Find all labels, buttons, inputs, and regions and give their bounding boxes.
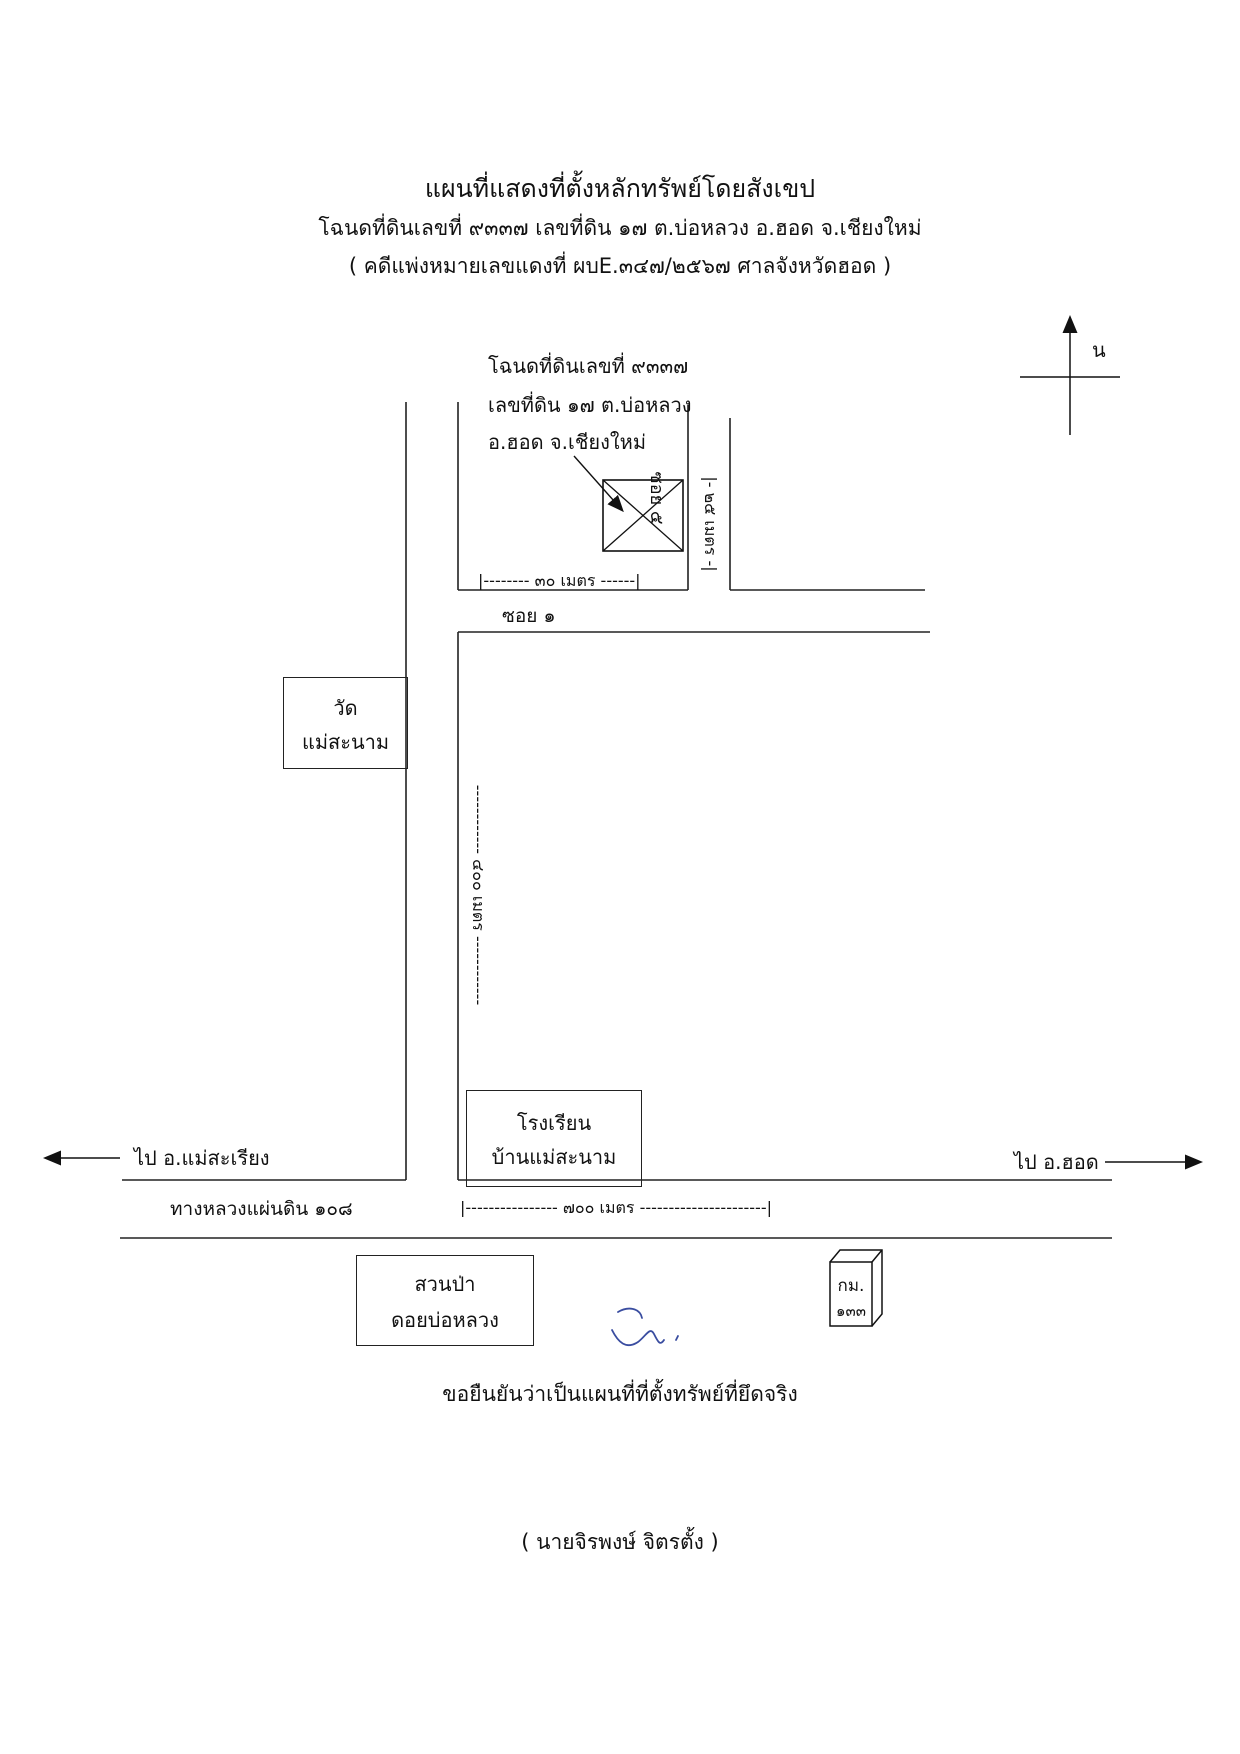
distance-400m: ------------ ๔๐๐ เมตร ------------ (469, 784, 488, 1006)
soi5-label: ซอย ๕ (646, 471, 667, 525)
school-box: โรงเรียน บ้านแม่สะนาม (466, 1090, 642, 1187)
signature-icon (611, 1307, 679, 1347)
distance-700m: |---------------- ๗๐๐ เมตร -------------… (460, 1198, 772, 1217)
km-post-icon (829, 1249, 883, 1327)
to-mae-sariang-label: ไป อ.แม่สะเรียง (134, 1146, 270, 1170)
school-label-line1: โรงเรียน (516, 1111, 592, 1135)
forest-label-line1: สวนป่า (414, 1272, 476, 1296)
parcel-label-line1: โฉนดที่ดินเลขที่ ๙๓๓๗ (488, 354, 689, 378)
temple-label-line1: วัด (333, 696, 358, 720)
case-number: ( คดีแพ่งหมายเลขแดงที่ ผบE.๓๔๗/๒๕๖๗ ศาลจ… (348, 254, 892, 278)
map-title: แผนที่แสดงที่ตั้งหลักทรัพย์โดยสังเขป (424, 174, 816, 203)
highway-label: ทางหลวงแผ่นดิน ๑๐๘ (170, 1198, 353, 1220)
signer-name: ( นายจิรพงษ์ จิตรตั้ง ) (521, 1530, 719, 1554)
soi1-label: ซอย ๑ (502, 605, 556, 627)
north-label: น (1092, 338, 1106, 362)
parcel-marker-icon (602, 479, 684, 552)
distance-30m: |-------- ๓๐ เมตร ------| (478, 571, 641, 590)
map-subtitle: โฉนดที่ดินเลขที่ ๙๓๓๗ เลขที่ดิน ๑๗ ต.บ่อ… (318, 216, 922, 240)
km-post-label-line2: ๑๓๓ (835, 1302, 867, 1320)
distance-25m: |- ๒๕ เมตร -| (701, 476, 720, 572)
compass-icon (1020, 315, 1120, 435)
parcel-label-line3: อ.ฮอด จ.เชียงใหม่ (488, 430, 647, 454)
forest-label-line2: ดอยบ่อหลวง (391, 1308, 499, 1332)
to-hot-label: ไป อ.ฮอด (1014, 1150, 1099, 1174)
km-post-label-line1: กม. (837, 1276, 865, 1296)
parcel-label-line2: เลขที่ดิน ๑๗ ต.บ่อหลวง (488, 393, 692, 417)
forest-box: สวนป่า ดอยบ่อหลวง (356, 1255, 534, 1346)
certification-text: ขอยืนยันว่าเป็นแผนที่ที่ตั้งทรัพย์ที่ยึด… (442, 1382, 798, 1406)
parcel-pointer-arrow-icon (573, 455, 624, 513)
school-label-line2: บ้านแม่สะนาม (491, 1145, 617, 1169)
temple-box: วัด แม่สะนาม (283, 677, 408, 769)
temple-label-line2: แม่สะนาม (301, 730, 390, 754)
